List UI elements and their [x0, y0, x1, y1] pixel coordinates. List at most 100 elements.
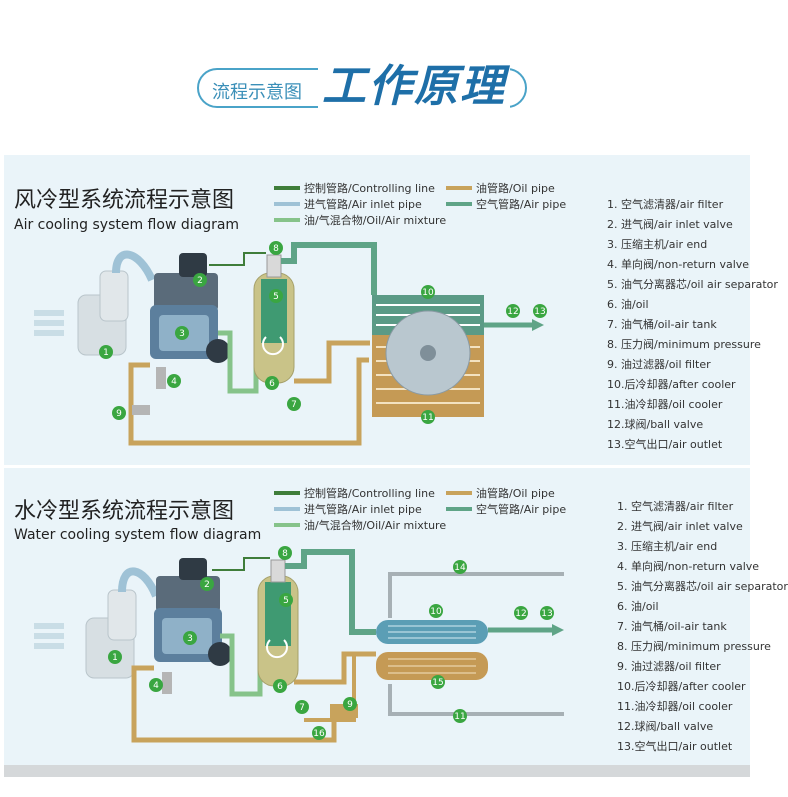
part-item: 9. 油过滤器/oil filter: [607, 358, 711, 371]
part-marker-1: 1: [99, 345, 113, 359]
svg-text:3: 3: [187, 634, 193, 644]
flow-diagram-subtitle: 流程示意图: [212, 82, 302, 103]
legend-oil-pipe: 油管路/Oil pipe: [446, 485, 555, 501]
water-line-out: [388, 684, 564, 716]
part-item: 12.球阀/ball valve: [607, 418, 704, 431]
oil-pipe-main: [131, 680, 337, 743]
legend-swatch: [274, 523, 300, 527]
part-marker-14: 14: [453, 560, 467, 574]
part-marker-12: 12: [506, 304, 520, 318]
svg-text:3: 3: [179, 329, 185, 339]
part-item: 11.油冷却器/oil cooler: [617, 700, 733, 713]
intake-arrows: [34, 623, 64, 649]
non-return-valve: [156, 367, 166, 389]
svg-text:2: 2: [204, 580, 210, 590]
part-item: 3. 压缩主机/air end: [607, 238, 708, 251]
part-marker-13: 13: [533, 304, 547, 318]
svg-text:13: 13: [534, 307, 545, 317]
min-pressure-valve: [266, 254, 282, 278]
svg-text:6: 6: [269, 379, 275, 389]
water-cooling-title-en: Water cooling system flow diagram: [14, 527, 262, 543]
svg-text:4: 4: [153, 681, 159, 691]
non-return-valve: [162, 672, 172, 694]
part-item: 4. 单向阀/non-return valve: [607, 258, 750, 271]
part-marker-10: 10: [421, 285, 435, 299]
svg-text:5: 5: [283, 596, 289, 606]
part-marker-7: 7: [295, 700, 309, 714]
part-marker-15: 15: [431, 675, 445, 689]
part-item: 7. 油气桶/oil-air tank: [607, 318, 717, 331]
part-item: 7. 油气桶/oil-air tank: [617, 620, 727, 633]
part-item: 10.后冷却器/after cooler: [617, 680, 746, 693]
part-marker-3: 3: [183, 631, 197, 645]
svg-text:8: 8: [273, 244, 279, 254]
part-marker-8: 8: [269, 241, 283, 255]
legend-controlling-line: 控制管路/Controlling line: [274, 180, 435, 196]
svg-text:2: 2: [197, 276, 203, 286]
water-cooling-panel: 1 2 3 4 5 6 7 8 9 10 11 12 13 14 15 16 水…: [4, 468, 788, 768]
part-item: 5. 油气分离器芯/oil air separator: [607, 278, 778, 291]
legend-swatch: [446, 202, 472, 206]
svg-text:12: 12: [515, 609, 526, 619]
svg-text:4: 4: [171, 377, 177, 387]
water-parts-list: 1. 空气滤清器/air filter 2. 进气阀/air inlet val…: [617, 497, 788, 757]
air-inlet-pipe: [112, 250, 156, 282]
part-marker-13: 13: [540, 606, 554, 620]
part-marker-6: 6: [273, 679, 287, 693]
part-item: 2. 进气阀/air inlet valve: [607, 218, 733, 231]
part-item: 6. 油/oil: [617, 600, 659, 613]
legend-oil-pipe: 油管路/Oil pipe: [446, 180, 555, 196]
part-marker-4: 4: [149, 678, 163, 692]
legend-oil-air-mixture: 油/气混合物/Oil/Air mixture: [274, 212, 446, 228]
part-marker-3: 3: [175, 326, 189, 340]
part-marker-12: 12: [514, 606, 528, 620]
part-marker-16: 16: [312, 726, 326, 740]
part-marker-9: 9: [343, 697, 357, 711]
svg-text:9: 9: [116, 409, 122, 419]
part-item: 10.后冷却器/after cooler: [607, 378, 736, 391]
legend-swatch: [274, 507, 300, 511]
part-marker-9: 9: [112, 406, 126, 420]
part-marker-1: 1: [108, 650, 122, 664]
svg-text:6: 6: [277, 682, 283, 692]
intake-arrows: [34, 310, 64, 336]
part-marker-10: 10: [429, 604, 443, 618]
air-pipe-to-cooler: [285, 549, 376, 635]
air-pipe-to-cooler: [281, 242, 377, 295]
air-cooling-title-en: Air cooling system flow diagram: [14, 217, 240, 233]
part-markers: 1 2 3 4 5 6 7 8 9 10 11 12 13 14 15 16: [108, 546, 554, 740]
water-cooling-diagram: 1 2 3 4 5 6 7 8 9 10 11 12 13 14 15 16: [34, 546, 564, 743]
svg-text:10: 10: [430, 607, 442, 617]
svg-text:12: 12: [507, 307, 518, 317]
air-cooling-panel: 1 2 3 4 5 6 7 8 9 10 11 12 13 风冷型系统流程示意图…: [4, 155, 778, 465]
legend-swatch: [274, 186, 300, 190]
svg-text:7: 7: [299, 703, 305, 713]
part-item: 8. 压力阀/minimum pressure: [617, 640, 771, 653]
part-item: 9. 油过滤器/oil filter: [617, 660, 721, 673]
part-item: 3. 压缩主机/air end: [617, 540, 718, 553]
legend-air-pipe: 空气管路/Air pipe: [446, 196, 566, 212]
legend-air-inlet-pipe: 进气管路/Air inlet pipe: [274, 196, 422, 212]
part-marker-5: 5: [279, 593, 293, 607]
legend-oil-air-mixture: 油/气混合物/Oil/Air mixture: [274, 517, 446, 533]
svg-text:14: 14: [454, 563, 466, 573]
legend-swatch: [446, 491, 472, 495]
air-cooling-diagram: 1 2 3 4 5 6 7 8 9 10 11 12 13: [34, 241, 547, 446]
svg-text:16: 16: [313, 729, 325, 739]
part-item: 4. 单向阀/non-return valve: [617, 560, 760, 573]
legend-swatch: [274, 491, 300, 495]
part-marker-5: 5: [269, 289, 283, 303]
part-marker-2: 2: [200, 577, 214, 591]
air-parts-list: 1. 空气滤清器/air filter 2. 进气阀/air inlet val…: [607, 195, 778, 455]
control-line: [212, 557, 270, 571]
part-marker-11: 11: [453, 709, 467, 723]
oil-pipe-main: [128, 357, 369, 446]
air-inlet-pipe: [118, 567, 160, 598]
part-item: 6. 油/oil: [607, 298, 649, 311]
part-item: 11.油冷却器/oil cooler: [607, 398, 723, 411]
part-marker-4: 4: [167, 374, 181, 388]
legend-air-inlet-pipe: 进气管路/Air inlet pipe: [274, 501, 422, 517]
part-marker-7: 7: [287, 397, 301, 411]
air-cooling-title-zh: 风冷型系统流程示意图: [14, 188, 235, 213]
part-marker-6: 6: [265, 376, 279, 390]
